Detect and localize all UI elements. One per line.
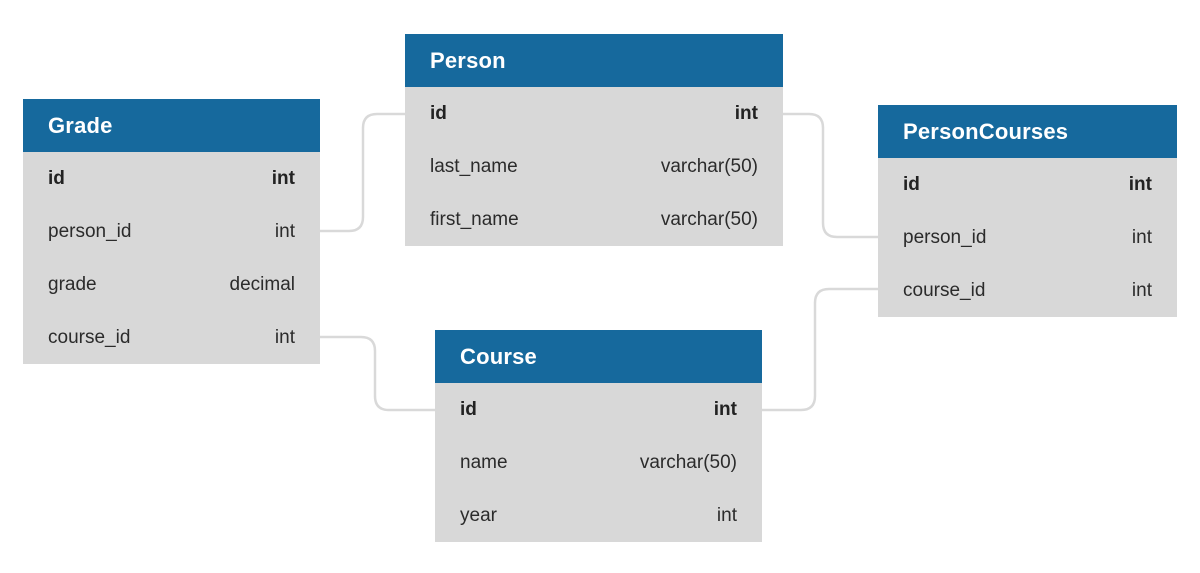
field-type: int [734, 102, 758, 124]
table-person: Person id int last_name varchar(50) firs… [405, 34, 783, 246]
field-type: varchar(50) [660, 208, 758, 230]
table-personcourses: PersonCourses id int person_id int cours… [878, 105, 1177, 317]
field-type: int [274, 220, 295, 242]
connector-course-personcourses [761, 287, 879, 412]
table-grade: Grade id int person_id int grade decimal… [23, 99, 320, 364]
table-body: id int person_id int grade decimal cours… [23, 152, 320, 364]
field-name: year [460, 504, 497, 526]
table-row: grade decimal [23, 258, 320, 311]
table-row: course_id int [878, 264, 1177, 317]
field-type: int [274, 326, 295, 348]
field-name: id [903, 173, 920, 195]
field-name: course_id [903, 279, 986, 301]
table-row: person_id int [878, 211, 1177, 264]
field-type: int [716, 504, 737, 526]
connector-person-personcourses [782, 112, 879, 239]
connector-grade-person [320, 112, 406, 233]
table-title: PersonCourses [903, 118, 1069, 144]
table-header: Grade [23, 99, 320, 152]
field-name: person_id [903, 226, 987, 248]
field-type: decimal [229, 273, 295, 295]
field-name: id [430, 102, 447, 124]
table-row: id int [23, 152, 320, 205]
field-name: id [48, 167, 65, 189]
field-name: id [460, 398, 477, 420]
field-name: last_name [430, 155, 518, 177]
table-header: Person [405, 34, 783, 87]
table-title: Person [430, 47, 506, 73]
table-header: Course [435, 330, 762, 383]
field-name: person_id [48, 220, 132, 242]
table-row: year int [435, 489, 762, 542]
table-course: Course id int name varchar(50) year int [435, 330, 762, 542]
table-row: last_name varchar(50) [405, 140, 783, 193]
table-row: name varchar(50) [435, 436, 762, 489]
field-name: name [460, 451, 508, 473]
table-body: id int last_name varchar(50) first_name … [405, 87, 783, 246]
table-row: person_id int [23, 205, 320, 258]
field-type: int [1131, 226, 1152, 248]
field-type: varchar(50) [660, 155, 758, 177]
field-type: int [713, 398, 737, 420]
table-row: id int [405, 87, 783, 140]
table-row: id int [878, 158, 1177, 211]
table-body: id int person_id int course_id int [878, 158, 1177, 317]
table-title: Grade [48, 112, 113, 138]
field-type: int [1128, 173, 1152, 195]
connector-grade-course [320, 335, 436, 412]
field-type: varchar(50) [639, 451, 737, 473]
field-name: grade [48, 273, 97, 295]
table-row: id int [435, 383, 762, 436]
table-row: course_id int [23, 311, 320, 364]
table-title: Course [460, 343, 537, 369]
field-name: first_name [430, 208, 519, 230]
table-row: first_name varchar(50) [405, 193, 783, 246]
field-name: course_id [48, 326, 131, 348]
table-header: PersonCourses [878, 105, 1177, 158]
field-type: int [1131, 279, 1152, 301]
table-body: id int name varchar(50) year int [435, 383, 762, 542]
field-type: int [271, 167, 295, 189]
